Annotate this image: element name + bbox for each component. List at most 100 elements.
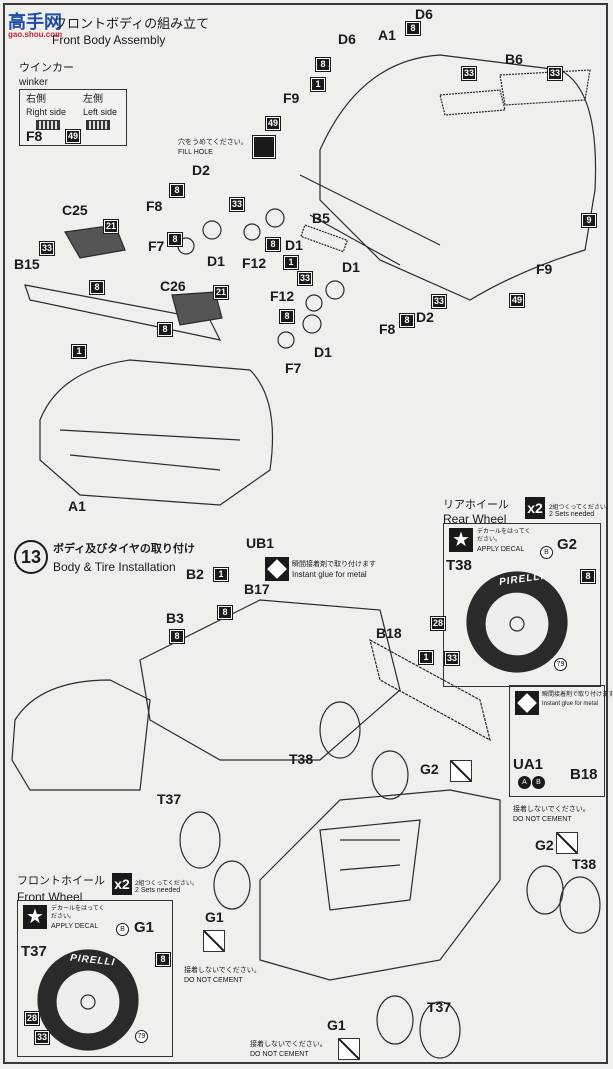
color-number: 33 [228,197,246,212]
part-label: A1 [68,498,86,514]
color-number: 8 [157,322,173,337]
color-number: 21 [212,285,230,300]
color-number: 8 [89,280,105,295]
part-c26 [171,291,223,326]
winker-left-icon [86,120,110,130]
glue-inset-en: Instant glue for metal [542,701,599,707]
winker-color-49: 49 [64,129,82,144]
part-label: D6 [338,31,356,47]
fill-hole-en: FILL HOLE [178,149,213,156]
decal-mark-b: B [540,546,553,559]
front-decal-en: APPLY DECAL [51,923,99,930]
wheel [376,995,414,1045]
left-side-en: Left side [83,107,118,117]
part-label: C25 [62,202,88,218]
part-label: UB1 [246,535,275,551]
color-number: 1 [71,344,87,359]
no-cement-icon [338,1038,360,1060]
winker-jp: ウインカー [19,62,74,74]
part-label: F8 [379,321,396,337]
apply-decal-star-icon: ★ [449,528,473,552]
right-side-jp: 右側 [26,94,46,105]
part-label: B18 [376,625,402,641]
color-number: 1 [283,255,299,270]
color-number: 8 [217,605,233,620]
headlight-row [299,174,441,266]
part-label: B18 [570,766,598,783]
fill-hole-icon [252,135,276,159]
color-number: 8 [315,57,331,72]
part-label: G2 [535,837,554,853]
color-number: 8 [169,629,185,644]
front-shell [39,359,274,506]
front-shell-inner [59,429,241,471]
part-label: C26 [160,278,186,294]
part-label: T38 [289,751,314,767]
color-number: 33 [546,66,564,81]
color-number: 33 [33,1030,51,1045]
winker-right-icon [36,120,60,130]
color-number: 21 [102,219,120,234]
part-label: G1 [205,909,224,925]
light-lens [202,220,222,240]
part-label: A1 [378,27,396,43]
color-number: 33 [443,651,461,666]
front-wheel-jp: フロントホイール [17,875,105,887]
instant-glue-icon [265,557,289,581]
no-cement-jp: 接着しないでください。 [184,967,261,974]
rear-wheel-en: Rear Wheel [443,512,507,526]
no-cement-icon [203,930,225,952]
light-lens [265,208,285,228]
color-number: 49 [264,116,282,131]
no-cement-en: DO NOT CEMENT [250,1051,309,1058]
rear-decal-en: APPLY DECAL [477,546,525,553]
wheel [371,750,409,800]
part-c25 [64,224,126,259]
part-label: D1 [342,259,360,275]
light-lens [277,331,295,349]
decal-mark-b: B [532,776,545,789]
color-number: 1 [213,567,229,582]
part-label: F9 [536,261,553,277]
no-cement-icon [450,760,472,782]
rear-wheel-jp: リアホイール [443,499,509,511]
watermark-logo: 高手网 [8,12,62,32]
step13-title-jp: ボディ及びタイヤの取り付け [53,543,195,555]
glue-jp: 瞬間接着剤で取り付けます [292,561,376,568]
instant-glue-icon [515,691,539,715]
part-label: D1 [207,253,225,269]
no-cement-jp: 接着しないでください。 [250,1041,327,1048]
color-number: 8 [265,237,281,252]
no-cement-en: DO NOT CEMENT [184,977,243,984]
color-number: 8 [279,309,295,324]
color-number: 9 [581,213,597,228]
part-label: B5 [312,210,330,226]
step12-title-en: Front Body Assembly [52,33,166,47]
bumper-b15 [24,284,222,341]
part-label: B6 [505,51,523,67]
part-label: T37 [427,999,452,1015]
quantity-x2-badge: x2 [525,497,545,519]
apply-decal-star-icon: ★ [23,905,47,929]
right-side-en: Right side [26,107,67,117]
rear-qty-en: 2 Sets needed [549,511,595,518]
front-qty-en: 2 Sets needed [135,887,181,894]
part-label: B15 [14,256,40,272]
pirelli-brand: PIRELLI [498,570,545,589]
color-number: 1 [310,77,326,92]
decal-mark-a: A [518,776,531,789]
rear-wing-b18 [369,638,491,742]
chassis [259,789,501,981]
color-number-circle: 79 [554,658,567,671]
color-number: 8 [399,313,415,328]
rear-hub-drawing [509,616,525,632]
front-clip [11,679,151,791]
part-label: D1 [285,237,303,253]
tire [179,811,221,869]
step12-title-jp: フロントボディの組み立て [54,16,210,31]
color-number: 1 [418,650,434,665]
tire [419,1001,461,1059]
part-label: F8 [146,198,163,214]
part-label: B2 [186,566,204,582]
